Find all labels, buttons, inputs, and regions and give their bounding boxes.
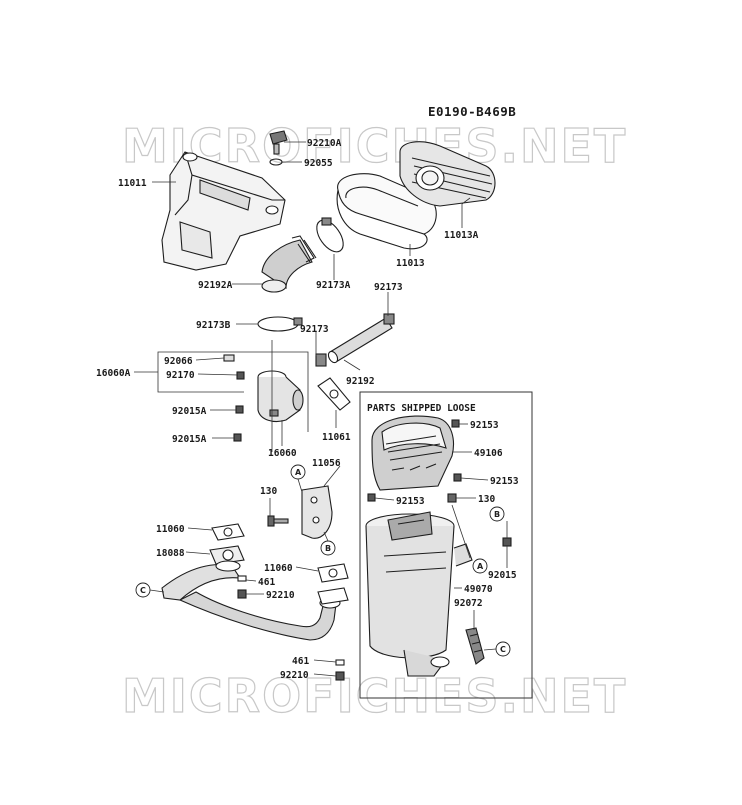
- label-49106: 49106: [474, 448, 503, 459]
- label-92192: 92192: [346, 376, 375, 387]
- bolt-92210A: [269, 130, 288, 155]
- breather-hose-92192: [315, 313, 395, 367]
- nut-92170: [236, 371, 245, 380]
- nut-92015: [502, 537, 512, 547]
- box-title: PARTS SHIPPED LOOSE: [367, 403, 476, 414]
- group-bracket-16060A: [134, 340, 309, 452]
- washer-461-2: [335, 659, 345, 666]
- svg-text:C: C: [500, 645, 506, 654]
- muffler-cover-49106: [371, 415, 455, 491]
- leader-lines: [149, 141, 508, 677]
- ref-circle-C-left: C: [135, 582, 151, 598]
- bolt-130-right: [447, 493, 457, 503]
- label-11013: 11013: [396, 258, 425, 269]
- gasket-18088: [209, 545, 245, 565]
- gasket-11061: [317, 377, 351, 411]
- label-18088: 18088: [156, 548, 185, 559]
- ref-circle-B-left: B: [320, 540, 336, 556]
- ref-circle-B-right: B: [489, 506, 505, 522]
- air-cleaner-base: [161, 151, 286, 271]
- label-92015: 92015: [488, 570, 517, 581]
- label-16060: 16060: [268, 448, 297, 459]
- label-11056: 11056: [312, 458, 341, 469]
- label-92015A-1: 92015A: [172, 406, 207, 417]
- nut-92210-1: [237, 589, 247, 599]
- label-92210-2: 92210: [280, 670, 309, 681]
- label-16060A: 16060A: [96, 368, 131, 379]
- label-92153-3: 92153: [396, 496, 425, 507]
- gasket-11060-left: [211, 523, 245, 541]
- gasket-11060-right: [317, 563, 349, 583]
- svg-text:C: C: [140, 586, 146, 595]
- label-92210-1: 92210: [266, 590, 295, 601]
- ref-circle-C-right: C: [495, 641, 511, 657]
- washer-461-1: [237, 575, 247, 582]
- label-92173-mid: 92173: [300, 324, 329, 335]
- nut-92015A-2: [233, 433, 242, 442]
- svg-text:A: A: [477, 562, 484, 571]
- label-11013A: 11013A: [444, 230, 479, 241]
- label-92210A: 92210A: [307, 138, 342, 149]
- elbow-16060: [257, 370, 304, 423]
- exhaust-pipe: [161, 560, 349, 641]
- label-92153-2: 92153: [490, 476, 519, 487]
- bracket-11056: [301, 485, 333, 539]
- svg-text:B: B: [325, 544, 331, 553]
- label-92173-top: 92173: [374, 282, 403, 293]
- label-11060-left: 11060: [156, 524, 185, 535]
- label-49070: 49070: [464, 584, 493, 595]
- clamp-92173A: [316, 217, 344, 253]
- label-11060-right: 11060: [264, 563, 293, 574]
- ref-circle-A-right: A: [472, 558, 488, 574]
- screw-92153-2: [453, 473, 462, 482]
- label-92015A-2: 92015A: [172, 434, 207, 445]
- foam-element-11013: [336, 173, 437, 250]
- hose-92192A: [261, 235, 317, 293]
- label-92055: 92055: [304, 158, 333, 169]
- label-92173A: 92173A: [316, 280, 351, 291]
- parts-shipped-loose-box: [359, 391, 533, 699]
- label-92153-1: 92153: [470, 420, 499, 431]
- muffler-49070: [365, 511, 473, 677]
- label-11061: 11061: [322, 432, 351, 443]
- label-461-2: 461: [292, 656, 309, 667]
- label-130-left: 130: [260, 486, 277, 497]
- label-92173B: 92173B: [196, 320, 231, 331]
- svg-text:B: B: [494, 510, 500, 519]
- label-92072: 92072: [454, 598, 483, 609]
- spark-screen-92072: [465, 627, 485, 665]
- label-461-1: 461: [258, 577, 275, 588]
- plug-92066: [223, 354, 235, 362]
- clamp-92173B: [257, 316, 303, 332]
- paper-element-11013A: [399, 141, 496, 207]
- screw-92153-3: [367, 493, 376, 502]
- diagram-code: E0190-B469B: [428, 104, 516, 119]
- nut-92015A-1: [235, 405, 244, 414]
- label-11011: 11011: [118, 178, 147, 189]
- nut-92210-2: [335, 671, 345, 681]
- screw-92153-1: [451, 419, 460, 428]
- bolt-130: [267, 515, 289, 527]
- label-92170: 92170: [166, 370, 195, 381]
- ref-circle-A-left: A: [290, 464, 306, 480]
- svg-text:A: A: [295, 468, 302, 477]
- label-130-right: 130: [478, 494, 495, 505]
- label-92066: 92066: [164, 356, 193, 367]
- label-92192A: 92192A: [198, 280, 233, 291]
- watermark-bottom: MICROFICHES.NET: [122, 669, 627, 723]
